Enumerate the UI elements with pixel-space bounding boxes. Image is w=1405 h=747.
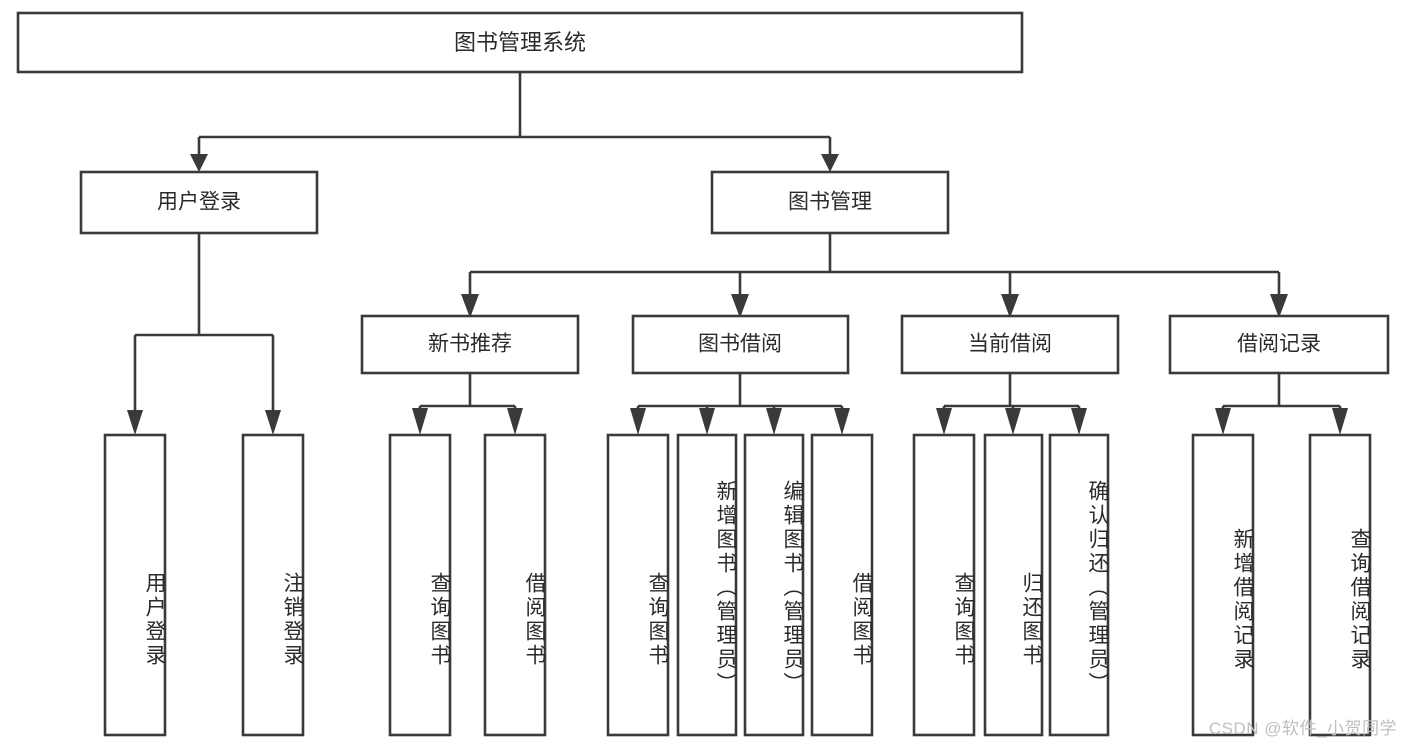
arrow-book-borrow-child-3 — [834, 408, 850, 435]
connector-group-book-mgmt — [461, 233, 1288, 318]
node-new-book-recommend[interactable]: 新书推荐 — [360, 314, 580, 375]
leaf-boxes-book-borrow — [606, 433, 874, 737]
connector-group-borrow-record — [1215, 373, 1348, 435]
leaf-box-new-book-0[interactable] — [388, 433, 452, 737]
leaf-boxes-borrow-record — [1191, 433, 1372, 737]
arrow-book-mgmt-child-1 — [731, 294, 749, 318]
leaf-box-current-borrow-1[interactable] — [983, 433, 1044, 737]
arrow-user-login-child-0 — [127, 410, 143, 435]
leaf-box-book-borrow-2[interactable] — [743, 433, 805, 737]
arrow-root-to-book-mgmt — [821, 154, 839, 172]
node-root[interactable]: 图书管理系统 — [16, 11, 1024, 74]
arrow-borrow-record-child-0 — [1215, 408, 1231, 435]
leaf-boxes-current-borrow — [912, 433, 1110, 737]
arrow-current-borrow-child-2 — [1071, 408, 1087, 435]
node-current-borrow-label: 当前借阅 — [968, 333, 1052, 356]
node-user-login-box[interactable] — [79, 170, 319, 235]
node-current-borrow-box[interactable] — [900, 314, 1120, 375]
leaf-box-book-borrow-3[interactable] — [810, 433, 874, 737]
arrow-book-borrow-child-1 — [699, 408, 715, 435]
arrow-book-mgmt-child-3 — [1270, 294, 1288, 318]
node-book-management[interactable]: 图书管理 — [710, 170, 950, 235]
node-user-login-label: 用户登录 — [157, 191, 241, 214]
node-book-borrow-box[interactable] — [631, 314, 850, 375]
arrow-book-borrow-child-2 — [766, 408, 782, 435]
leaf-box-borrow-record-1[interactable] — [1308, 433, 1372, 737]
arrow-current-borrow-child-1 — [1005, 408, 1021, 435]
node-new-book-recommend-label: 新书推荐 — [428, 333, 512, 356]
watermark-text: CSDN @软件_小贺同学 — [1208, 719, 1397, 738]
leaf-box-user-login-0[interactable] — [103, 433, 167, 737]
arrow-new-book-child-1 — [507, 408, 523, 435]
node-book-management-label: 图书管理 — [788, 191, 872, 214]
node-root-box[interactable] — [16, 11, 1024, 74]
node-current-borrow[interactable]: 当前借阅 — [900, 314, 1120, 375]
connector-group-book-borrow — [630, 373, 850, 435]
arrow-book-mgmt-child-2 — [1001, 294, 1019, 318]
node-borrow-record[interactable]: 借阅记录 — [1168, 314, 1390, 375]
leaf-box-new-book-1[interactable] — [483, 433, 547, 737]
node-book-borrow-label: 图书借阅 — [698, 333, 782, 356]
node-user-login[interactable]: 用户登录 — [79, 170, 319, 235]
leaf-boxes-new-book — [388, 433, 547, 737]
leaf-box-borrow-record-0[interactable] — [1191, 433, 1255, 737]
leaf-box-book-borrow-1[interactable] — [676, 433, 738, 737]
leaf-box-book-borrow-0[interactable] — [606, 433, 670, 737]
node-borrow-record-box[interactable] — [1168, 314, 1390, 375]
connector-group-current-borrow — [936, 373, 1087, 435]
arrow-user-login-child-1 — [265, 410, 281, 435]
connector-group-user-login — [127, 233, 281, 435]
node-borrow-record-label: 借阅记录 — [1237, 333, 1321, 356]
arrow-borrow-record-child-1 — [1332, 408, 1348, 435]
node-book-borrow[interactable]: 图书借阅 — [631, 314, 850, 375]
leaf-box-current-borrow-0[interactable] — [912, 433, 976, 737]
node-new-book-recommend-box[interactable] — [360, 314, 580, 375]
leaf-box-current-borrow-2[interactable] — [1048, 433, 1110, 737]
connector-group-root — [190, 72, 839, 172]
arrow-book-mgmt-child-0 — [461, 294, 479, 318]
leaf-boxes-user-login — [103, 433, 305, 737]
arrow-new-book-child-0 — [412, 408, 428, 435]
arrow-current-borrow-child-0 — [936, 408, 952, 435]
connector-group-new-book — [412, 373, 523, 435]
node-root-label: 图书管理系统 — [454, 30, 586, 55]
node-book-management-box[interactable] — [710, 170, 950, 235]
arrow-book-borrow-child-0 — [630, 408, 646, 435]
arrow-root-to-user-login — [190, 154, 208, 172]
leaf-box-user-login-1[interactable] — [241, 433, 305, 737]
